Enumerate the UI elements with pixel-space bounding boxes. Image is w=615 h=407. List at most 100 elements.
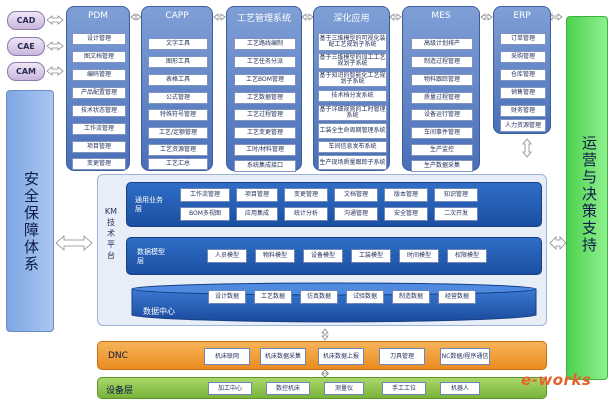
process-mgmt-item: 工艺变更管理 — [234, 127, 296, 139]
tool-arrows — [46, 13, 567, 378]
data-center-cell: 设计数据 — [208, 290, 246, 304]
general-cell: 统计分析 — [284, 207, 328, 221]
dnc-cell: NC数据/程序通信 — [440, 348, 490, 365]
deep-app-item: 基于详细规则的工时管理系统 — [318, 105, 387, 121]
dnc-cell: 刀具管理 — [379, 348, 425, 365]
mes-item: 生产监控 — [411, 144, 473, 156]
general-cell: 工作流管理 — [180, 188, 230, 202]
general-cell: 项目管理 — [236, 188, 278, 202]
equipment-label: 设备层 — [106, 386, 134, 396]
general-business-layer: 通用业务层 工作流管理 项目管理 变更管理 文档管理 版本管理 知识管理 BOM… — [126, 182, 542, 227]
data-center-cell: 制造数据 — [392, 290, 430, 304]
capp-item: 公式管理 — [148, 92, 208, 104]
mes-item: 高级计划排产 — [411, 38, 473, 50]
data-center-cell: 经营数据 — [438, 290, 476, 304]
process-mgmt-item: 工艺过程管理 — [234, 109, 296, 121]
data-model-label: 数据模型层 — [137, 248, 165, 265]
capp-item: 工艺/定额管理 — [148, 127, 208, 139]
deep-app-item: 基于知识的智能化工艺规划子系统 — [318, 71, 387, 87]
pdm-module: PDM 设计管理 图文档管理 编码管理 产品配置管理 技术状态管理 工作流管理 … — [66, 6, 130, 171]
capp-item: 图形工具 — [148, 56, 208, 68]
general-cell: 知识管理 — [434, 188, 478, 202]
security-bar-label: 安全保障体系 — [22, 171, 40, 273]
data-center-cell: 仿真数据 — [300, 290, 338, 304]
km-platform-label: KM技术平台 — [104, 207, 118, 260]
process-mgmt-item: 工艺路线编制 — [234, 38, 296, 50]
general-business-label: 通用业务层 — [135, 196, 163, 213]
dnc-cell: 机床数据上报 — [318, 348, 364, 365]
erp-item: 人力资源管理 — [500, 119, 546, 132]
general-cell: BOM多视图 — [180, 207, 230, 221]
dnc-cell: 机床数据采集 — [260, 348, 306, 365]
pdm-item: 变更管理 — [72, 158, 126, 170]
erp-item: 订单管理 — [500, 33, 546, 45]
dnc-label: DNC — [108, 351, 128, 361]
deep-app-module: 深化应用 基于三维模型的可视化装配工艺规划子系统 基于三维模型的加工工艺规划子系… — [313, 6, 390, 171]
model-cell: 权限模型 — [447, 249, 487, 263]
pdm-item: 工作流管理 — [72, 123, 126, 135]
capp-title: CAPP — [165, 11, 189, 21]
model-cell: 时间模型 — [399, 249, 439, 263]
equipment-cell: 手工工位 — [382, 382, 426, 395]
deep-app-item: 车间信息发布系统 — [318, 141, 387, 153]
equipment-cell: 测量仪 — [324, 382, 364, 395]
pdm-title: PDM — [87, 11, 109, 21]
deep-app-item: 基于三维模型的加工工艺规划子系统 — [318, 53, 387, 69]
equipment-layer: 设备层 加工中心 数控机床 测量仪 手工工位 机器人 — [97, 377, 547, 399]
capp-item: 表格工具 — [148, 74, 208, 86]
model-cell: 设备模型 — [303, 249, 343, 263]
general-cell: 版本管理 — [384, 188, 428, 202]
erp-module: ERP 订单管理 采购管理 仓库管理 销售管理 财务管理 人力资源管理 — [493, 6, 551, 134]
process-mgmt-item: 系统集成接口 — [234, 160, 296, 172]
deep-app-item: 工装全生命周期管理系统 — [318, 123, 387, 139]
pdm-item: 产品配置管理 — [72, 87, 126, 99]
erp-item: 财务管理 — [500, 105, 546, 117]
general-cell: 二次开发 — [434, 207, 478, 221]
capp-item: 文字工具 — [148, 38, 208, 50]
cam-tool: CAM — [7, 62, 45, 81]
deep-app-item: 基于三维模型的可视化装配工艺规划子系统 — [318, 33, 387, 51]
operations-bar-label: 运营与决策支持 — [580, 135, 598, 254]
equipment-cell: 机器人 — [440, 382, 480, 395]
operations-bar: 运营与决策支持 — [566, 16, 608, 380]
deep-app-title: 深化应用 — [333, 14, 370, 24]
e-works-logo: e-works — [521, 371, 592, 389]
deep-app-item: 生产现场质量跟踪子系统 — [318, 155, 387, 170]
erp-title: ERP — [513, 11, 531, 21]
dnc-layer: DNC 机床联网 机床数据采集 机床数据上报 刀具管理 NC数据/程序通信 — [97, 341, 547, 370]
model-cell: 工装模型 — [351, 249, 391, 263]
general-cell: 变更管理 — [284, 188, 328, 202]
mes-item: 制造过程管理 — [411, 56, 473, 68]
process-mgmt-module: 工艺管理系统 工艺路线编制 工艺任务分派 工艺BOM管理 工艺数据管理 工艺过程… — [226, 6, 302, 172]
mes-item: 生产数据采集 — [411, 160, 473, 172]
capp-item: 特殊符号管理 — [148, 109, 208, 121]
general-cell: 应用集成 — [236, 207, 278, 221]
erp-item: 销售管理 — [500, 87, 546, 99]
process-mgmt-title: 工艺管理系统 — [236, 14, 291, 24]
dnc-cell: 机床联网 — [204, 348, 250, 365]
capp-module: CAPP 文字工具 图形工具 表格工具 公式管理 特殊符号管理 工艺/定额管理 … — [141, 6, 213, 171]
general-cell: 安全管理 — [384, 207, 428, 221]
equipment-cell: 加工中心 — [208, 382, 252, 395]
data-center-cell: 试验数据 — [346, 290, 384, 304]
data-center-label: 数据中心 — [143, 307, 175, 316]
erp-item: 仓库管理 — [500, 69, 546, 81]
process-mgmt-item: 工艺数据管理 — [234, 92, 296, 104]
deep-app-item: 技术档分发系统 — [318, 90, 387, 102]
data-center-cell: 工艺数据 — [254, 290, 292, 304]
pdm-item: 技术状态管理 — [72, 105, 126, 117]
mes-item: 设备运行管理 — [411, 109, 473, 121]
general-cell: 文档管理 — [334, 188, 378, 202]
mes-item: 质量过程管理 — [411, 92, 473, 104]
security-bar: 安全保障体系 — [6, 90, 54, 332]
pdm-item: 设计管理 — [72, 33, 126, 45]
model-cell: 物料模型 — [255, 249, 295, 263]
pdm-item: 项目管理 — [72, 141, 126, 153]
mes-module: MES 高级计划排产 制造过程管理 物料跟踪管理 质量过程管理 设备运行管理 车… — [402, 6, 480, 172]
process-mgmt-item: 工时/材料管理 — [234, 144, 296, 156]
data-model-layer: 数据模型层 人员模型 物料模型 设备模型 工装模型 时间模型 权限模型 — [126, 237, 542, 275]
capp-item: 工艺汇总 — [148, 158, 208, 170]
pdm-item: 图文档管理 — [72, 51, 126, 63]
mes-item: 车间事件管理 — [411, 127, 473, 139]
